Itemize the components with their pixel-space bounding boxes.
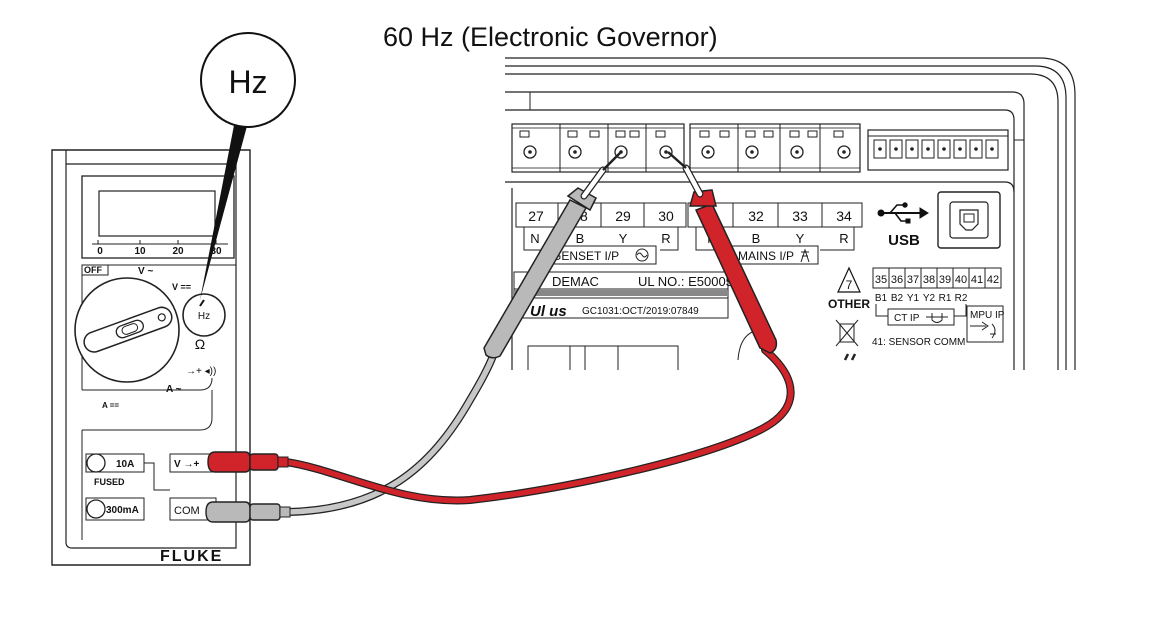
dial-a-ac: A ~ xyxy=(166,384,182,395)
black-test-lead xyxy=(205,152,621,523)
sensor-comm-label: 41: SENSOR COMM xyxy=(872,337,965,348)
terminal-41: 41 xyxy=(971,274,983,286)
mpu-sensor-icon xyxy=(970,321,996,339)
cert-line: GC1031:OCT/2019:07849 xyxy=(582,306,699,317)
phase-r-genset: R xyxy=(661,231,670,246)
diagram-title: 60 Hz (Electronic Governor) xyxy=(383,22,718,52)
scale-tick-10: 10 xyxy=(134,246,146,257)
terminal-37: 37 xyxy=(907,274,919,286)
phase-y-mains: Y xyxy=(796,231,805,246)
fused-label: FUSED xyxy=(94,477,125,487)
dial-diode-continuity: →+ ◂)) xyxy=(186,366,216,377)
jack-300ma-label: 300mA xyxy=(106,505,139,516)
dial-hz-label: Hz xyxy=(198,311,210,322)
mains-terminal-block xyxy=(689,123,861,173)
dial-v-ac: V ~ xyxy=(138,266,153,277)
terminal-34: 34 xyxy=(836,208,852,224)
ct-coil-icon xyxy=(926,313,948,323)
other-label: OTHER xyxy=(828,297,870,311)
phase-r2: R2 xyxy=(955,293,968,304)
multimeter: 0 10 20 30 OFF V ~ V == Hz Ω →+ ◂)) A ~ … xyxy=(51,149,251,566)
phase-y-genset: Y xyxy=(619,231,628,246)
brand-line: DEMAC xyxy=(552,274,599,289)
rotary-selector-knob[interactable] xyxy=(74,277,180,383)
dial-ohm: Ω xyxy=(195,336,205,352)
phase-r-mains: R xyxy=(839,231,848,246)
usb-icon xyxy=(877,202,929,224)
terminal-42: 42 xyxy=(987,274,999,286)
ct-terminal-block xyxy=(867,129,1009,171)
scale-tick-20: 20 xyxy=(172,246,184,257)
dial-v-dc: V == xyxy=(172,282,191,292)
usb-label: USB xyxy=(888,232,920,249)
controller-panel: 27 28 29 30 N B Y R GENSET I/P 31 32 33 … xyxy=(505,57,1076,370)
phase-b-mains: B xyxy=(752,231,761,246)
phase-b-genset: B xyxy=(576,231,585,246)
terminal-29: 29 xyxy=(615,208,631,224)
scale-tick-30: 30 xyxy=(210,246,222,257)
phase-b1: B1 xyxy=(875,293,888,304)
phase-b2: B2 xyxy=(891,293,904,304)
red-test-lead xyxy=(207,151,795,505)
hz-callout-label: Hz xyxy=(228,64,267,100)
terminal-38: 38 xyxy=(923,274,935,286)
phase-y2: Y2 xyxy=(923,293,936,304)
ct-terminal-labels: 35 36 37 38 39 40 41 42 B1 B2 Y1 Y2 R1 R… xyxy=(872,267,1005,348)
mains-ip-label: MAINS I/P xyxy=(738,249,794,263)
ul-number: UL NO.: E500050 xyxy=(638,274,740,289)
meter-brand: FLUKE xyxy=(160,548,223,565)
other-marker: 7 OTHER xyxy=(828,266,870,347)
terminal-27: 27 xyxy=(528,208,544,224)
scale-tick-0: 0 xyxy=(97,246,103,257)
genset-ip-label: GENSET I/P xyxy=(552,249,619,263)
genset-terminal-labels: 27 28 29 30 N B Y R GENSET I/P xyxy=(515,202,687,265)
jack-300ma[interactable]: 300mA xyxy=(85,497,145,521)
dial-a-dc: A == xyxy=(102,401,119,410)
jack-10a-label: 10A xyxy=(116,459,134,470)
lower-panel-detail xyxy=(527,329,857,370)
phase-r1: R1 xyxy=(939,293,952,304)
dial-off: OFF xyxy=(84,265,102,275)
ct-ip-label: CT IP xyxy=(894,313,920,324)
dial-hz-position[interactable]: Hz xyxy=(182,293,226,337)
genset-terminal-block xyxy=(511,123,685,173)
terminal-40: 40 xyxy=(955,274,967,286)
jack-com-label: COM xyxy=(174,505,200,517)
terminal-36: 36 xyxy=(891,274,903,286)
certification-label: DEMAC UL NO.: E500050 Ul us GC1031:OCT/2… xyxy=(513,271,740,320)
terminal-33: 33 xyxy=(792,208,808,224)
jack-v-label: V →+ xyxy=(174,459,199,470)
usb-port-area: USB xyxy=(877,191,1001,249)
recycle-bin-icon xyxy=(835,319,859,347)
jack-10a[interactable]: 10A xyxy=(85,453,145,473)
other-number: 7 xyxy=(846,278,853,292)
tower-icon xyxy=(800,248,810,263)
hz-callout: Hz xyxy=(199,32,296,307)
jack-com[interactable]: COM xyxy=(169,497,217,521)
ul-mark: Ul us xyxy=(530,303,567,320)
phase-n-genset: N xyxy=(530,231,539,246)
mpu-ip-label: MPU IP xyxy=(970,310,1005,321)
terminal-35: 35 xyxy=(875,274,887,286)
terminal-32: 32 xyxy=(748,208,764,224)
terminal-30: 30 xyxy=(658,208,674,224)
phase-y1: Y1 xyxy=(907,293,920,304)
terminal-39: 39 xyxy=(939,274,951,286)
